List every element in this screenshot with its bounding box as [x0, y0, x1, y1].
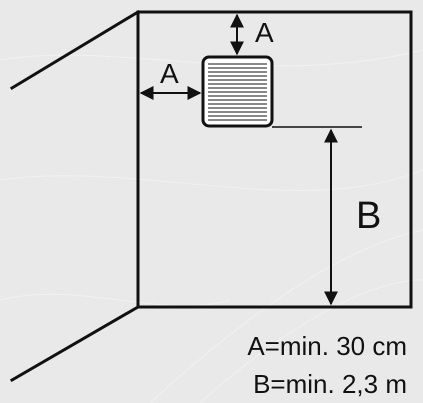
height-label: B	[356, 195, 381, 237]
ceiling-perspective-line	[9, 9, 141, 91]
wall-unit-grille	[208, 63, 267, 121]
background-texture	[0, 49, 423, 403]
floor-perspective-line	[9, 304, 141, 383]
room-outline	[9, 9, 413, 383]
legend-a-requirement: A=min. 30 cm	[247, 331, 407, 361]
side-gap-label: A	[160, 58, 179, 89]
top-gap-label: A	[255, 17, 274, 48]
legend-b-requirement: B=min. 2,3 m	[253, 369, 407, 399]
wall-unit	[201, 55, 274, 128]
